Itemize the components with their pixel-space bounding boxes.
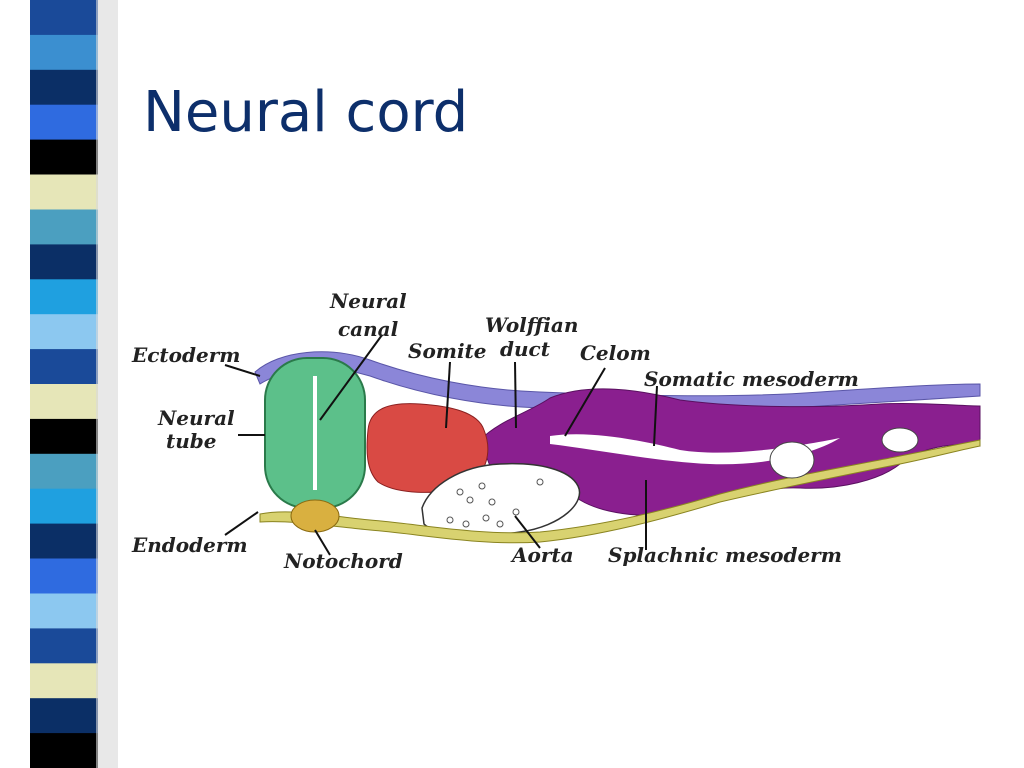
- label-neural-canal-2: canal: [338, 317, 399, 341]
- leader-lines: [224, 334, 658, 556]
- stripe-segment: [30, 34, 98, 71]
- stripe-segment: [30, 209, 98, 245]
- stripe-segment: [30, 314, 98, 350]
- somite-block: [366, 403, 489, 493]
- stripe-segment: [30, 488, 98, 525]
- stripe-segment: [30, 663, 98, 699]
- label-ectoderm: Ectoderm: [131, 343, 240, 367]
- notochord: [290, 499, 340, 533]
- stripe-segment: [30, 139, 98, 175]
- ectoderm-layer: [254, 351, 981, 412]
- blood-cells: [446, 478, 544, 528]
- decorative-stripe-bar: [30, 0, 118, 768]
- stripe-segment: [30, 698, 98, 734]
- stripe-segment: [30, 69, 98, 106]
- label-neural-canal-1: Neural: [329, 289, 407, 313]
- stripe-segment: [30, 104, 98, 141]
- label-neural-tube-2: tube: [166, 429, 217, 453]
- neural-cord-diagram: Neural canal Wolffian duct Somite Celom …: [131, 289, 981, 573]
- stripe-segment: [30, 279, 98, 315]
- slide-title: Neural cord: [143, 80, 469, 145]
- label-wolffian-1: Wolffian: [485, 313, 578, 337]
- stripe-segment: [30, 453, 98, 490]
- label-splachnic-mesoderm: Splachnic mesoderm: [608, 543, 842, 567]
- stripe-segment: [30, 384, 98, 420]
- label-endoderm: Endoderm: [131, 533, 248, 557]
- vesicle: [769, 441, 815, 479]
- endoderm-layer: [259, 439, 981, 544]
- stripe-segment: [30, 593, 98, 629]
- label-aorta: Aorta: [510, 543, 574, 567]
- label-celom: Celom: [580, 341, 651, 365]
- stripe-segment: [30, 174, 98, 210]
- stripe-segment: [30, 244, 98, 280]
- label-somatic-mesoderm: Somatic mesoderm: [644, 367, 859, 391]
- celom-cavity: [550, 434, 840, 465]
- label-somite: Somite: [408, 339, 487, 363]
- stripe-segment: [30, 558, 98, 594]
- stripe-segment: [30, 418, 98, 455]
- label-notochord: Notochord: [283, 549, 403, 573]
- stripe-segment: [30, 628, 98, 664]
- stripe-segment: [30, 733, 98, 768]
- vesicle: [881, 427, 919, 453]
- label-wolffian-2: duct: [500, 337, 551, 361]
- stripe-segment: [30, 0, 98, 36]
- label-neural-tube-1: Neural: [157, 406, 235, 430]
- stripe-segment: [30, 523, 98, 559]
- stripe-segment: [30, 349, 98, 385]
